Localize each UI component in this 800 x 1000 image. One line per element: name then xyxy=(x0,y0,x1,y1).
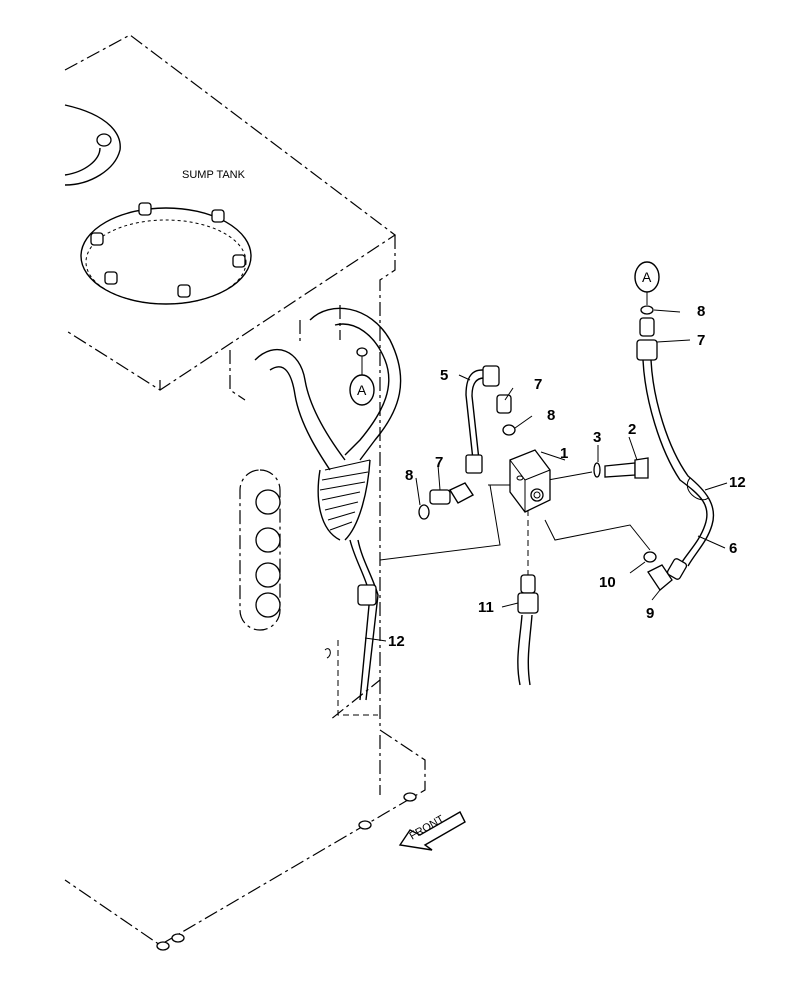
callout-2: 2 xyxy=(628,421,636,438)
callout-6: 6 xyxy=(729,540,737,557)
fitting-7-left xyxy=(418,482,475,520)
ref-a-left-label: A xyxy=(357,382,367,398)
front-arrow xyxy=(398,811,466,851)
large-hoses xyxy=(254,307,402,541)
bolt-2 xyxy=(593,457,649,479)
hose-6-right xyxy=(642,359,715,567)
callout-9: 9 xyxy=(646,605,654,622)
tank-feet xyxy=(156,792,417,951)
callout-5: 5 xyxy=(440,367,448,384)
fitting-9 xyxy=(643,551,688,591)
callout-8-upper: 8 xyxy=(547,407,555,424)
hose-12-left xyxy=(324,539,379,716)
fitting-7-upper xyxy=(496,394,516,436)
tube-5 xyxy=(465,365,500,474)
top-hatch xyxy=(64,104,121,186)
callout-7-left: 7 xyxy=(435,454,443,471)
sump-tank-outline xyxy=(64,34,426,946)
callout-10: 10 xyxy=(599,574,616,591)
callout-11: 11 xyxy=(478,599,494,616)
tank-label: SUMP TANK xyxy=(182,169,246,181)
callout-12-left: 12 xyxy=(388,633,405,650)
callout-7-upper: 7 xyxy=(534,376,542,393)
front-label: FRONT xyxy=(408,813,447,842)
leader-lines xyxy=(379,471,651,578)
cover-plate xyxy=(80,202,252,305)
callout-leaders xyxy=(364,309,728,642)
valve-block-1 xyxy=(509,449,551,513)
callout-8-right: 8 xyxy=(697,303,705,320)
ref-circle-a-right xyxy=(634,261,660,305)
fitting-7-right xyxy=(636,305,658,361)
side-panel xyxy=(239,469,281,631)
ref-a-right-label: A xyxy=(642,269,652,285)
callout-7-right: 7 xyxy=(697,332,705,349)
fitting-11 xyxy=(517,574,539,686)
callout-3: 3 xyxy=(593,429,601,446)
callout-8-left: 8 xyxy=(405,467,413,484)
callout-1: 1 xyxy=(560,445,568,462)
callout-12-right: 12 xyxy=(729,474,746,491)
ref-circle-a-left xyxy=(349,347,375,406)
